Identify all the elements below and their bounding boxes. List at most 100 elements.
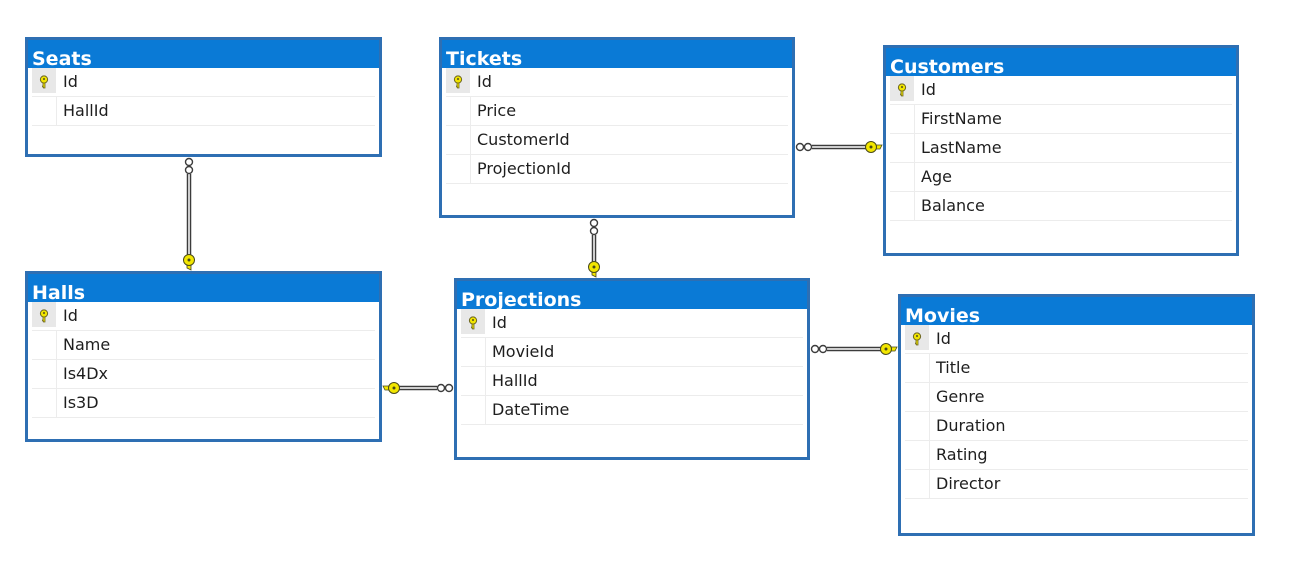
row-selector[interactable] bbox=[32, 302, 56, 327]
many-end-ring bbox=[184, 157, 194, 167]
column-name: FirstName bbox=[921, 109, 1002, 128]
row-selector[interactable] bbox=[446, 97, 471, 125]
column-row[interactable]: HallId bbox=[461, 367, 803, 396]
table-title[interactable]: Halls bbox=[28, 274, 379, 302]
column-row[interactable]: Title bbox=[905, 354, 1248, 383]
row-selector[interactable] bbox=[32, 97, 57, 125]
row-selector[interactable] bbox=[890, 105, 915, 133]
row-selector[interactable] bbox=[446, 126, 471, 154]
column-row[interactable]: Id bbox=[446, 68, 788, 97]
row-selector[interactable] bbox=[905, 383, 930, 411]
row-selector[interactable] bbox=[905, 470, 930, 498]
column-row[interactable]: Id bbox=[32, 68, 375, 97]
row-selector[interactable] bbox=[32, 389, 57, 417]
row-selector[interactable] bbox=[461, 367, 486, 395]
primary-key-icon bbox=[39, 75, 49, 89]
row-selector[interactable] bbox=[890, 192, 915, 220]
column-row[interactable]: Director bbox=[905, 470, 1248, 499]
relationship-key-icon bbox=[880, 343, 892, 355]
row-selector[interactable] bbox=[905, 325, 929, 350]
column-row[interactable]: ProjectionId bbox=[446, 155, 788, 184]
relationship-projections-halls[interactable] bbox=[382, 382, 454, 394]
column-row[interactable]: Duration bbox=[905, 412, 1248, 441]
row-selector[interactable] bbox=[905, 412, 930, 440]
column-row[interactable]: Price bbox=[446, 97, 788, 126]
table-title[interactable]: Customers bbox=[886, 48, 1236, 76]
column-row[interactable]: FirstName bbox=[890, 105, 1232, 134]
row-selector[interactable] bbox=[890, 76, 914, 101]
column-row[interactable]: Id bbox=[905, 325, 1248, 354]
column-name: HallId bbox=[63, 101, 109, 120]
column-name: Age bbox=[921, 167, 952, 186]
row-selector[interactable] bbox=[32, 331, 57, 359]
relationship-key-icon bbox=[865, 141, 877, 153]
row-selector[interactable] bbox=[446, 68, 470, 93]
column-row[interactable]: HallId bbox=[32, 97, 375, 126]
many-end-ring bbox=[184, 165, 194, 175]
table-title[interactable]: Tickets bbox=[442, 40, 792, 68]
column-name: Name bbox=[63, 335, 111, 354]
row-selector[interactable] bbox=[32, 68, 56, 93]
primary-key-icon bbox=[39, 309, 49, 323]
row-selector[interactable] bbox=[461, 338, 486, 366]
column-row[interactable]: LastName bbox=[890, 134, 1232, 163]
column-row[interactable]: Name bbox=[32, 331, 375, 360]
column-name: Price bbox=[477, 101, 517, 120]
column-row[interactable]: Id bbox=[461, 309, 803, 338]
column-name: ProjectionId bbox=[477, 159, 571, 178]
many-end-ring bbox=[818, 344, 828, 354]
column-row[interactable]: Is3D bbox=[32, 389, 375, 418]
column-name: Duration bbox=[936, 416, 1006, 435]
column-name: MovieId bbox=[492, 342, 555, 361]
primary-key-icon bbox=[468, 316, 478, 330]
relationship-tickets-customers[interactable] bbox=[795, 141, 883, 153]
column-row[interactable]: DateTime bbox=[461, 396, 803, 425]
row-selector[interactable] bbox=[446, 155, 471, 183]
column-row[interactable]: MovieId bbox=[461, 338, 803, 367]
column-name: Id bbox=[63, 306, 78, 325]
row-selector[interactable] bbox=[461, 396, 486, 424]
column-name: Director bbox=[936, 474, 1001, 493]
table-title[interactable]: Projections bbox=[457, 281, 807, 309]
row-selector[interactable] bbox=[890, 134, 915, 162]
row-selector[interactable] bbox=[905, 354, 930, 382]
relationship-key-icon bbox=[183, 254, 195, 266]
relationship-projections-movies[interactable] bbox=[810, 343, 898, 355]
column-row[interactable]: Is4Dx bbox=[32, 360, 375, 389]
row-selector[interactable] bbox=[890, 163, 915, 191]
relationship-seats-halls[interactable] bbox=[183, 157, 195, 271]
column-row[interactable]: Balance bbox=[890, 192, 1232, 221]
row-selector[interactable] bbox=[905, 441, 930, 469]
column-name: Id bbox=[477, 72, 492, 91]
row-selector[interactable] bbox=[461, 309, 485, 334]
column-name: Rating bbox=[936, 445, 988, 464]
row-selector[interactable] bbox=[32, 360, 57, 388]
column-row[interactable]: CustomerId bbox=[446, 126, 788, 155]
column-row[interactable]: Id bbox=[32, 302, 375, 331]
relationship-key-icon bbox=[388, 382, 400, 394]
table-title[interactable]: Movies bbox=[901, 297, 1252, 325]
column-name: CustomerId bbox=[477, 130, 570, 149]
column-row[interactable]: Genre bbox=[905, 383, 1248, 412]
column-name: Is4Dx bbox=[63, 364, 109, 383]
table-title[interactable]: Seats bbox=[28, 40, 379, 68]
many-end-ring bbox=[589, 218, 599, 228]
primary-key-icon bbox=[453, 75, 463, 89]
relationship-key-icon bbox=[588, 261, 600, 273]
relationship-tickets-projections[interactable] bbox=[588, 218, 600, 278]
column-row[interactable]: Id bbox=[890, 76, 1232, 105]
column-row[interactable]: Age bbox=[890, 163, 1232, 192]
primary-key-icon bbox=[912, 332, 922, 346]
column-name: Genre bbox=[936, 387, 985, 406]
primary-key-icon bbox=[897, 83, 907, 97]
column-row[interactable]: Rating bbox=[905, 441, 1248, 470]
